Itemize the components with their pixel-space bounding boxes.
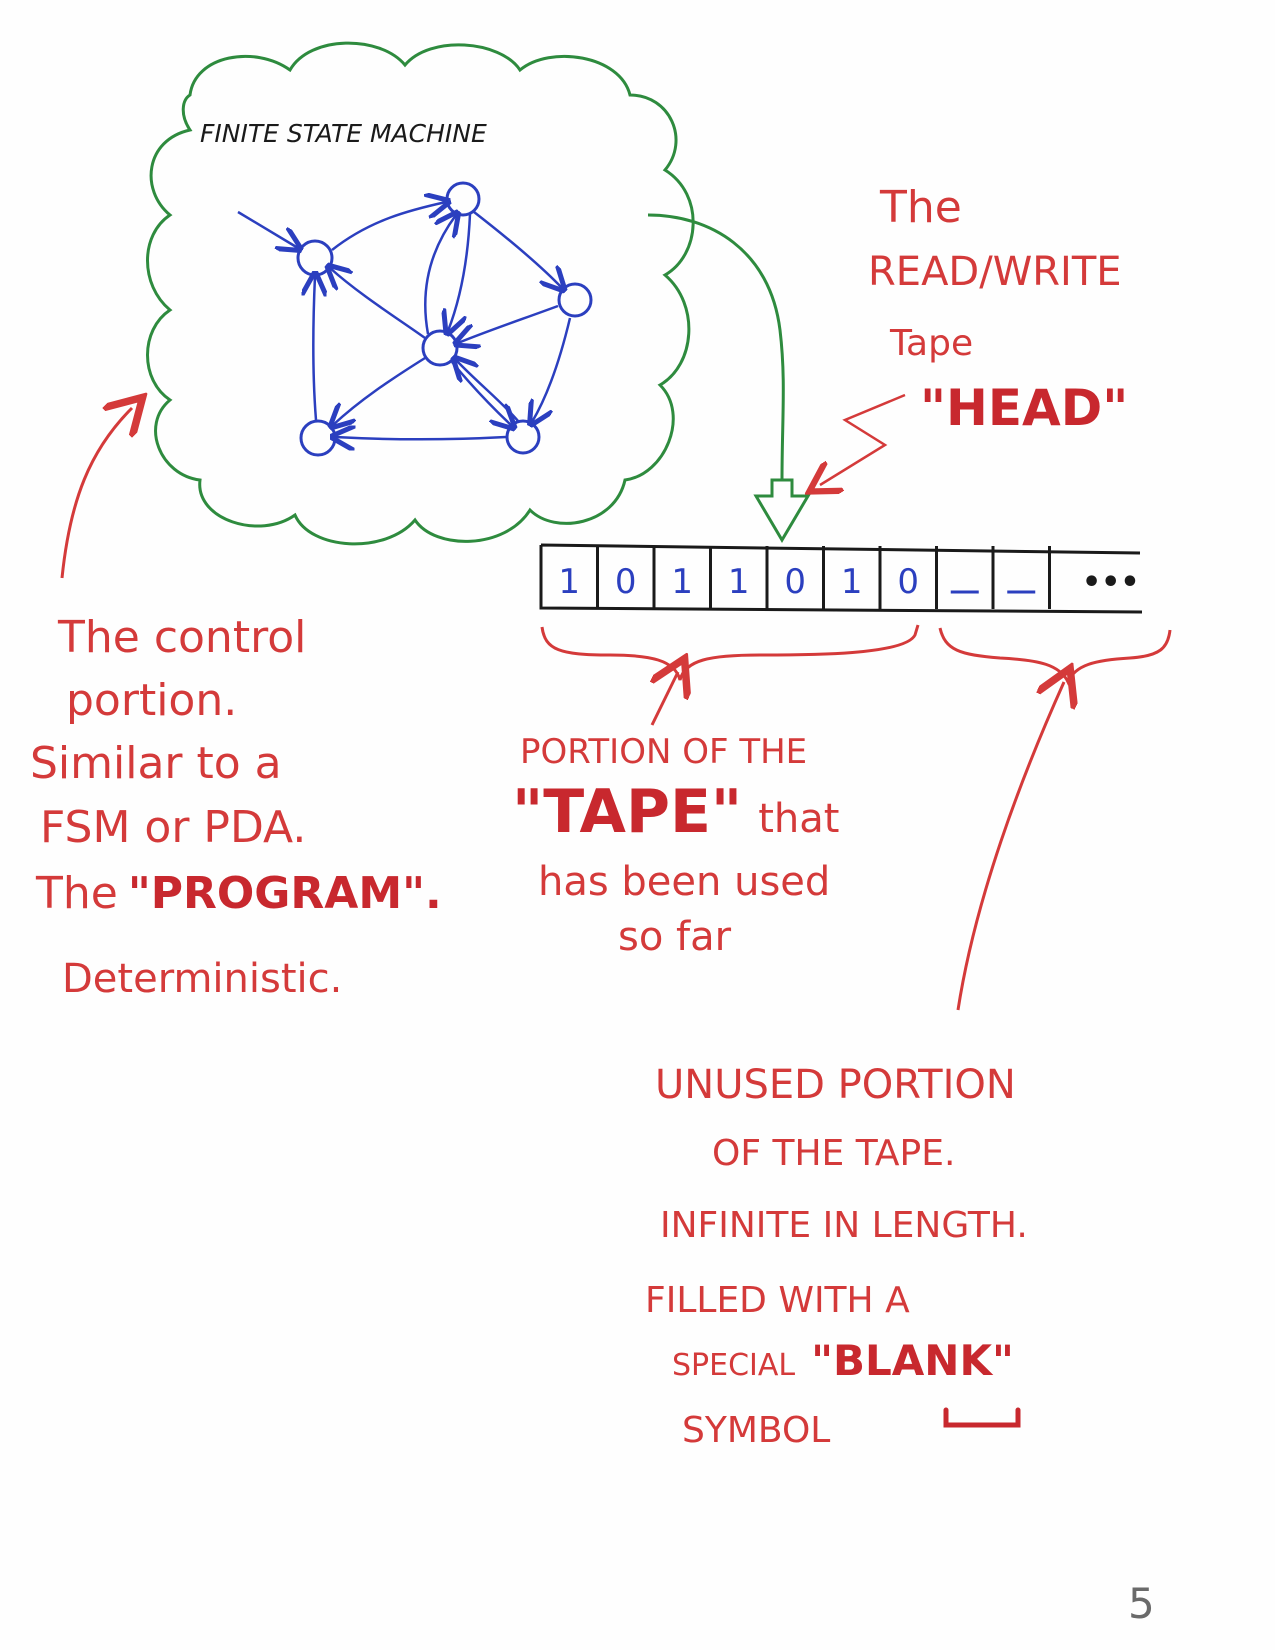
used-note-line: PORTION OF THE	[520, 732, 807, 772]
transition-arrow	[448, 213, 472, 331]
fsm-transitions	[237, 202, 572, 439]
used-note-rest: that	[758, 796, 839, 842]
page-number: 5	[1128, 1579, 1155, 1628]
control-note: The control portion. Similar to a FSM or…	[30, 612, 442, 1002]
head-label-line: READ/WRITE	[868, 249, 1122, 295]
unused-portion-note: UNUSED PORTION OF THE TAPE. INFINITE IN …	[645, 1062, 1028, 1451]
tape-head-arrow	[753, 478, 811, 543]
used-portion-pointer	[652, 672, 678, 726]
unused-note-line: UNUSED PORTION	[655, 1062, 1016, 1108]
used-portion-note: PORTION OF THE "TAPE"that has been used …	[512, 732, 839, 960]
control-note-line: Similar to a	[30, 738, 282, 789]
unused-note-prefix: SPECIAL	[672, 1348, 795, 1383]
fsm-graph	[296, 181, 593, 457]
transition-arrow	[473, 211, 562, 288]
tape-emphasis: "TAPE"	[512, 777, 742, 847]
transition-arrow	[330, 268, 426, 340]
tape-cell-symbol: 1	[728, 562, 750, 602]
transition-arrow	[451, 361, 512, 426]
control-note-line: The"PROGRAM".	[35, 868, 442, 919]
control-note-prefix: The	[35, 868, 118, 919]
head-label-line: Tape	[889, 323, 973, 364]
transition-arrow	[458, 304, 559, 343]
head-label-arrow	[820, 393, 906, 485]
program-emphasis: "PROGRAM".	[128, 868, 442, 919]
blank-symbol-icon	[943, 1407, 1021, 1428]
tape-cell-symbol: 1	[671, 562, 693, 602]
tape-cell-symbol: 1	[558, 562, 580, 602]
tape-outline	[539, 543, 1143, 614]
used-note-line: has been used	[538, 859, 830, 905]
unused-portion-pointer	[956, 682, 1064, 1011]
transition-arrow	[335, 437, 507, 439]
used-note-line: "TAPE" that	[512, 777, 839, 847]
state-node	[296, 239, 334, 277]
state-node	[505, 419, 541, 455]
unused-note-line: SYMBOL	[682, 1410, 830, 1451]
tape-cell-symbol: 0	[897, 562, 919, 602]
unused-note-line: FILLED WITH A	[645, 1280, 910, 1321]
control-to-head-line	[647, 213, 785, 481]
control-note-line: FSM or PDA.	[40, 802, 306, 853]
control-portion-pointer	[60, 408, 132, 579]
unused-note-line: OF THE TAPE.	[712, 1133, 955, 1174]
state-node	[421, 329, 459, 367]
head-label: The READ/WRITE Tape "HEAD"	[868, 182, 1128, 437]
control-note-line: portion.	[66, 675, 237, 726]
transition-arrow	[532, 317, 572, 422]
tape-ellipsis: •••	[1082, 565, 1140, 600]
transition-arrow	[333, 356, 426, 425]
unused-portion-brace	[938, 627, 1172, 686]
used-portion-brace	[540, 624, 920, 681]
head-label-line: The	[879, 182, 962, 233]
state-node	[299, 419, 337, 457]
unused-note-line: INFINITE IN LENGTH.	[660, 1205, 1028, 1246]
control-note-line: The control	[57, 612, 306, 663]
transition-arrow	[424, 215, 456, 335]
start-arrow	[237, 210, 298, 248]
tape-cell-symbol: 0	[615, 562, 637, 602]
fsm-cloud-outline	[146, 41, 695, 546]
tape	[539, 543, 1143, 614]
tape-cell-symbol: 0	[784, 562, 806, 602]
fsm-title: FINITE STATE MACHINE	[200, 119, 487, 148]
state-node	[557, 282, 593, 318]
used-note-line: so far	[618, 914, 732, 960]
transition-arrow	[313, 276, 316, 421]
blank-emphasis: "BLANK"	[811, 1336, 1014, 1385]
unused-note-line: SPECIAL "BLANK"	[672, 1336, 1014, 1385]
state-node	[445, 181, 481, 217]
head-label-emphasis: "HEAD"	[920, 379, 1128, 437]
tape-cell-symbol: 1	[841, 562, 863, 602]
control-note-line: Deterministic.	[62, 956, 342, 1002]
transition-arrow	[331, 202, 446, 251]
transition-arrow	[456, 360, 519, 422]
